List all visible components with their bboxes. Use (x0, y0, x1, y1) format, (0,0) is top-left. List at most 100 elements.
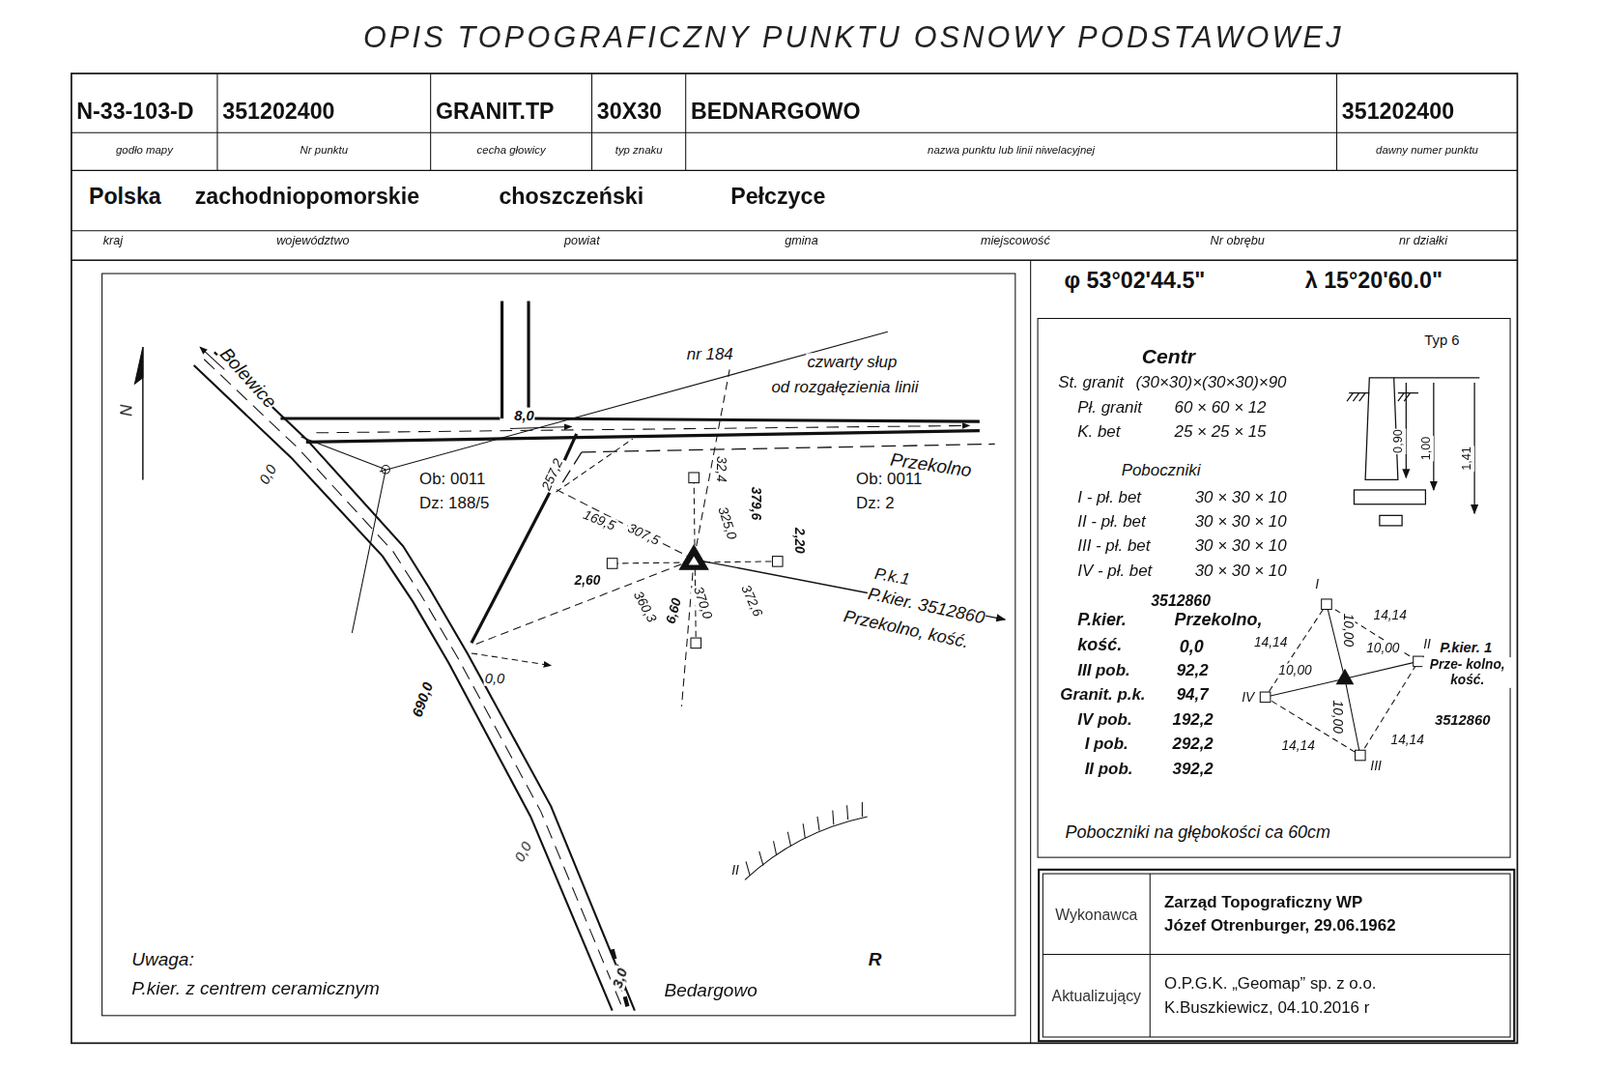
form-field: choszczeński (497, 183, 645, 210)
map-annotation: nr 184 (685, 344, 735, 364)
offset-sketch (1259, 691, 1271, 703)
slope-hatching (744, 816, 868, 880)
map-annotation: 0,0 (510, 837, 536, 865)
form-grid (1038, 869, 1515, 1041)
monument-note: 94,7 (1175, 685, 1210, 705)
header-cell: GRANIT.TPcecha głowicy (430, 73, 593, 171)
cell-caption: godło mapy (71, 143, 218, 157)
header-cell: N-33-103-D godło mapy (71, 73, 218, 171)
form-field: gmina (783, 234, 820, 250)
map-annotation: Bolewice (214, 342, 282, 414)
monument-note: 30 × 30 × 10 (1194, 537, 1288, 556)
monument-note: 10,00 (1277, 662, 1313, 679)
form-field: kraj (102, 234, 125, 250)
document-title: OPIS TOPOGRAFICZNY PUNKTU OSNOWY PODSTAW… (363, 20, 1344, 55)
power-line (351, 469, 386, 633)
cell-value: Wykonawca (1055, 905, 1138, 923)
survey-point (606, 558, 618, 570)
map-annotation: 8,0 (513, 406, 536, 424)
map-annotation: 2,60 (573, 573, 602, 590)
cell-caption: dawny numer punktu (1337, 143, 1518, 157)
header-cell: BEDNARGOWO nazwa punktu lub linii niwelac… (685, 73, 1338, 171)
map-roads (214, 351, 635, 1010)
monument-note: Granit. p.k. (1058, 685, 1146, 705)
cell-caption: nazwa punktu lub linii niwelacyjnej (685, 143, 1338, 157)
map-annotation: 3,0 (607, 965, 630, 992)
monument-note: 30 × 30 × 10 (1194, 512, 1288, 531)
survey-point (679, 544, 709, 570)
monument-note: 14,14 (1389, 732, 1425, 748)
monument-note: 30 × 30 × 10 (1194, 561, 1288, 580)
monument-note: 14,14 (1371, 607, 1407, 624)
cell-value: 351202400 (1342, 97, 1455, 124)
form-field: zachodniopomorskie (194, 183, 422, 210)
map-annotation: P.kier. z centrem ceramicznym (130, 977, 381, 1000)
measure-lines (556, 438, 633, 492)
monument-note: Poboczniki (1120, 460, 1202, 480)
monument-note: Przekolno, (1173, 610, 1264, 631)
map-annotation: N (115, 402, 135, 417)
form-field: φ 53°02'44.5" (1062, 267, 1206, 294)
monument-note: II pob. (1084, 759, 1135, 778)
map-annotation: Dz: 188/5 (418, 493, 490, 513)
monument-section (1346, 377, 1480, 526)
header-cell: 351202400 dawny numer punktu (1337, 73, 1518, 171)
monument-note: Centr (1141, 344, 1197, 369)
monument-note: 392,2 (1171, 759, 1214, 778)
monument-note: P.kier. 1 (1438, 638, 1493, 656)
cell-caption: K.Buszkiewicz, 04.10.2016 r (1164, 995, 1511, 1019)
form-field: województwo (275, 234, 350, 250)
monument-note: 0,90 (1392, 428, 1407, 455)
author-cell: Zarząd Topograficzny WPJózef Otrenburger… (1149, 873, 1511, 954)
cell-value: N-33-103-D (76, 97, 194, 124)
monument-note: Pł. granit (1076, 398, 1143, 417)
monument-note: I - pł. bet (1076, 487, 1143, 507)
map-annotation: 379,6 (747, 485, 764, 521)
map-annotation: Ob: 0011 (855, 469, 923, 488)
monument-note: 192,2 (1171, 710, 1214, 729)
measure-lines (552, 487, 694, 560)
survey-point (690, 637, 702, 649)
author-cell: O.P.G.K. „Geomap” sp. z o.o.K.Buszkiewic… (1149, 953, 1511, 1037)
map-annotation: od rozgałęzienia linii (770, 377, 919, 397)
form-grid (1037, 318, 1511, 858)
monument-note: II - pł. bet (1076, 512, 1147, 531)
power-line (381, 465, 390, 474)
monument-note: 92,2 (1175, 660, 1210, 680)
map-annotation: 360,3 (628, 587, 659, 627)
cell-caption: cecha głowicy (430, 143, 593, 157)
monument-note: I (1314, 577, 1320, 594)
monument-note: 10,00 (1340, 612, 1356, 648)
monument-note: IV - pł. bet (1076, 561, 1153, 580)
cell-value: BEDNARGOWO (690, 97, 861, 124)
measure-lines (473, 559, 694, 646)
author-cell: Aktualizujący (1042, 953, 1150, 1037)
cell-value: Zarząd Topograficzny WP (1164, 890, 1511, 915)
monument-note: 60 × 60 × 12 (1173, 398, 1268, 417)
map-annotation: Ob: 0011 (418, 469, 486, 488)
survey-point (688, 472, 700, 484)
survey-point (606, 472, 783, 649)
monument-section (1379, 514, 1402, 526)
form-grid (1149, 873, 1151, 1037)
monument-note: 14,14 (1280, 739, 1315, 755)
monument-note: Typ 6 (1423, 331, 1460, 348)
offset-sketch (1321, 599, 1333, 610)
map-annotation: 370,0 (689, 583, 715, 623)
offset-sketch (1355, 749, 1367, 761)
form-field: Pełczyce (729, 183, 827, 210)
cell-value: 351202400 (222, 97, 335, 124)
monument-note: 25 × 25 × 15 (1173, 422, 1268, 441)
north-arrow (134, 346, 143, 480)
map-roads (194, 365, 613, 1010)
form-grid (102, 273, 1016, 1016)
form-field: λ 15°20'60.0" (1304, 267, 1444, 294)
author-cell: Wykonawca (1042, 873, 1150, 954)
survey-point (687, 555, 701, 567)
map-roads (280, 418, 979, 422)
slope-hatching (745, 801, 862, 876)
form-grid (71, 259, 1518, 261)
monument-note: 30 × 30 × 10 (1194, 487, 1288, 507)
header-cell: 30X30typ znaku (592, 73, 686, 171)
monument-note: 3512860 (1433, 711, 1492, 728)
